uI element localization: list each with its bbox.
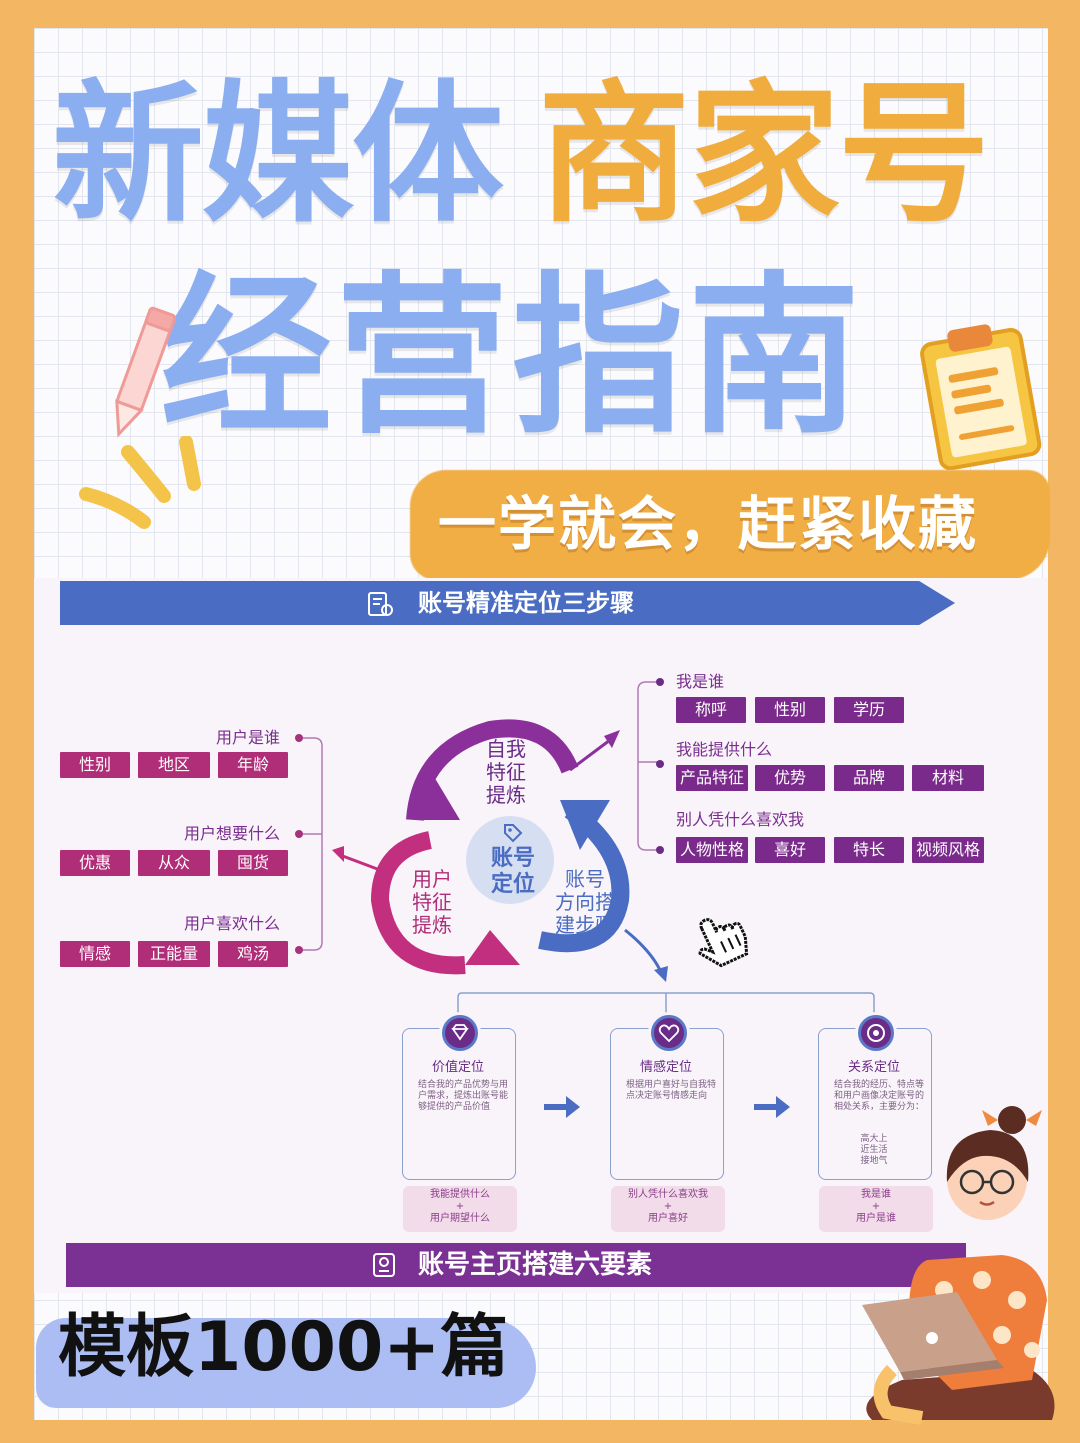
right-chip: 人物性格 <box>676 837 748 863</box>
section1-title: 账号精准定位三步骤 <box>418 589 634 617</box>
step-description: 根据用户喜好与自我特点决定账号情感走向 <box>626 1080 717 1101</box>
bottom-cta-text: 模板1000+篇 <box>58 1308 509 1387</box>
formula-plus: + <box>871 1201 881 1212</box>
diamond-icon <box>439 1012 481 1054</box>
left-chip: 鸡汤 <box>218 941 288 967</box>
sparkle-lines-icon <box>79 436 201 529</box>
circle-user-label: 用户 特征 提炼 <box>412 867 452 937</box>
target-icon <box>855 1012 897 1054</box>
right-chip: 特长 <box>834 837 904 863</box>
left-chip: 性别 <box>60 752 130 778</box>
formula-plus: + <box>455 1201 465 1212</box>
step-formula <box>611 1186 725 1232</box>
right-group-label: 我能提供什么 <box>676 740 773 759</box>
circle-self-label: 自我 特征 提炼 <box>486 737 526 807</box>
right-chip: 性别 <box>755 697 825 723</box>
right-group-label: 别人凭什么喜欢我 <box>676 810 805 829</box>
hand-cursor-icon <box>698 918 749 968</box>
step-formula-text: 我能提供什么 + 用户期望什么 <box>403 1188 517 1226</box>
right-chip: 称呼 <box>676 697 746 723</box>
right-chip: 视频风格 <box>912 837 984 863</box>
step-description: 结合我的经历、特点等和用户画像决定账号的相处关系，主要分为： <box>834 1080 925 1112</box>
right-chip: 材料 <box>912 765 984 791</box>
step-formula-text: 我是谁 + 用户是谁 <box>819 1188 933 1226</box>
title-orange-part: 商家号 <box>538 66 990 243</box>
formula-bottom: 用户是谁 <box>856 1213 896 1224</box>
step-title: 关系定位 <box>847 1060 900 1075</box>
tagline-background <box>410 470 1050 580</box>
arrow-right-icon <box>544 1096 580 1118</box>
title-line-2: 经营指南 <box>160 256 864 457</box>
left-group-label: 用户是谁 <box>216 728 281 747</box>
section2-title: 账号主页搭建六要素 <box>418 1250 653 1280</box>
bullet-dot <box>656 846 664 854</box>
left-chip: 优惠 <box>60 850 130 876</box>
left-chip: 地区 <box>138 752 210 778</box>
step-formula <box>403 1186 517 1232</box>
formula-top: 别人凭什么喜欢我 <box>628 1189 708 1200</box>
formula-plus: + <box>663 1201 673 1212</box>
bullet-dot <box>656 760 664 768</box>
tag-icon <box>504 824 523 843</box>
relation-types: 高大上 近生活 接地气 <box>860 1134 888 1166</box>
step-title: 价值定位 <box>431 1060 484 1075</box>
girl-with-laptop-illustration <box>862 1106 1055 1425</box>
bottom-text-highlight <box>36 1318 536 1408</box>
right-chip: 喜好 <box>755 837 825 863</box>
bullet-dot <box>295 830 303 838</box>
right-group-label: 我是谁 <box>676 672 725 691</box>
formula-bottom: 用户喜好 <box>648 1213 688 1224</box>
formula-top: 我是谁 <box>861 1189 891 1200</box>
cycle-diagram <box>332 719 668 982</box>
bullet-dot <box>295 734 303 742</box>
heart-icon <box>648 1012 690 1054</box>
document-edit-icon <box>368 592 393 616</box>
left-chip: 从众 <box>138 850 210 876</box>
section1-banner <box>60 581 955 625</box>
left-chip: 年龄 <box>218 752 288 778</box>
right-chip: 学历 <box>834 697 904 723</box>
arrow-right-icon <box>754 1096 790 1118</box>
right-chip: 产品特征 <box>676 765 748 791</box>
step-formula <box>819 1186 933 1232</box>
section2-banner <box>66 1243 966 1287</box>
center-label: 账号 定位 <box>490 846 535 897</box>
left-chip: 情感 <box>60 941 130 967</box>
formula-top: 我能提供什么 <box>430 1189 490 1200</box>
tagline: 一学就会，赶紧收藏 <box>438 490 979 558</box>
bullet-dot <box>656 678 664 686</box>
clipboard-icon <box>920 324 1042 470</box>
step-formula-text: 别人凭什么喜欢我 + 用户喜好 <box>611 1188 725 1226</box>
left-chip: 囤货 <box>218 850 288 876</box>
left-group-label: 用户喜欢什么 <box>184 914 281 933</box>
step-description: 结合我的产品优势与用户需求，提炼出账号能够提供的产品价值 <box>418 1080 509 1112</box>
circle-direction-label: 账号 方向搭 建步骤 <box>555 867 615 937</box>
right-chip: 优势 <box>755 765 825 791</box>
right-tree-connector <box>637 681 658 851</box>
left-group-label: 用户想要什么 <box>184 824 281 843</box>
right-chip: 品牌 <box>834 765 904 791</box>
step-title: 情感定位 <box>639 1060 692 1075</box>
title-blue-part: 新媒体 <box>52 66 504 243</box>
home-layout-icon <box>373 1253 395 1277</box>
left-chip: 正能量 <box>138 941 210 967</box>
formula-bottom: 用户期望什么 <box>430 1213 490 1224</box>
bullet-dot <box>295 946 303 954</box>
pencil-icon <box>115 306 177 438</box>
